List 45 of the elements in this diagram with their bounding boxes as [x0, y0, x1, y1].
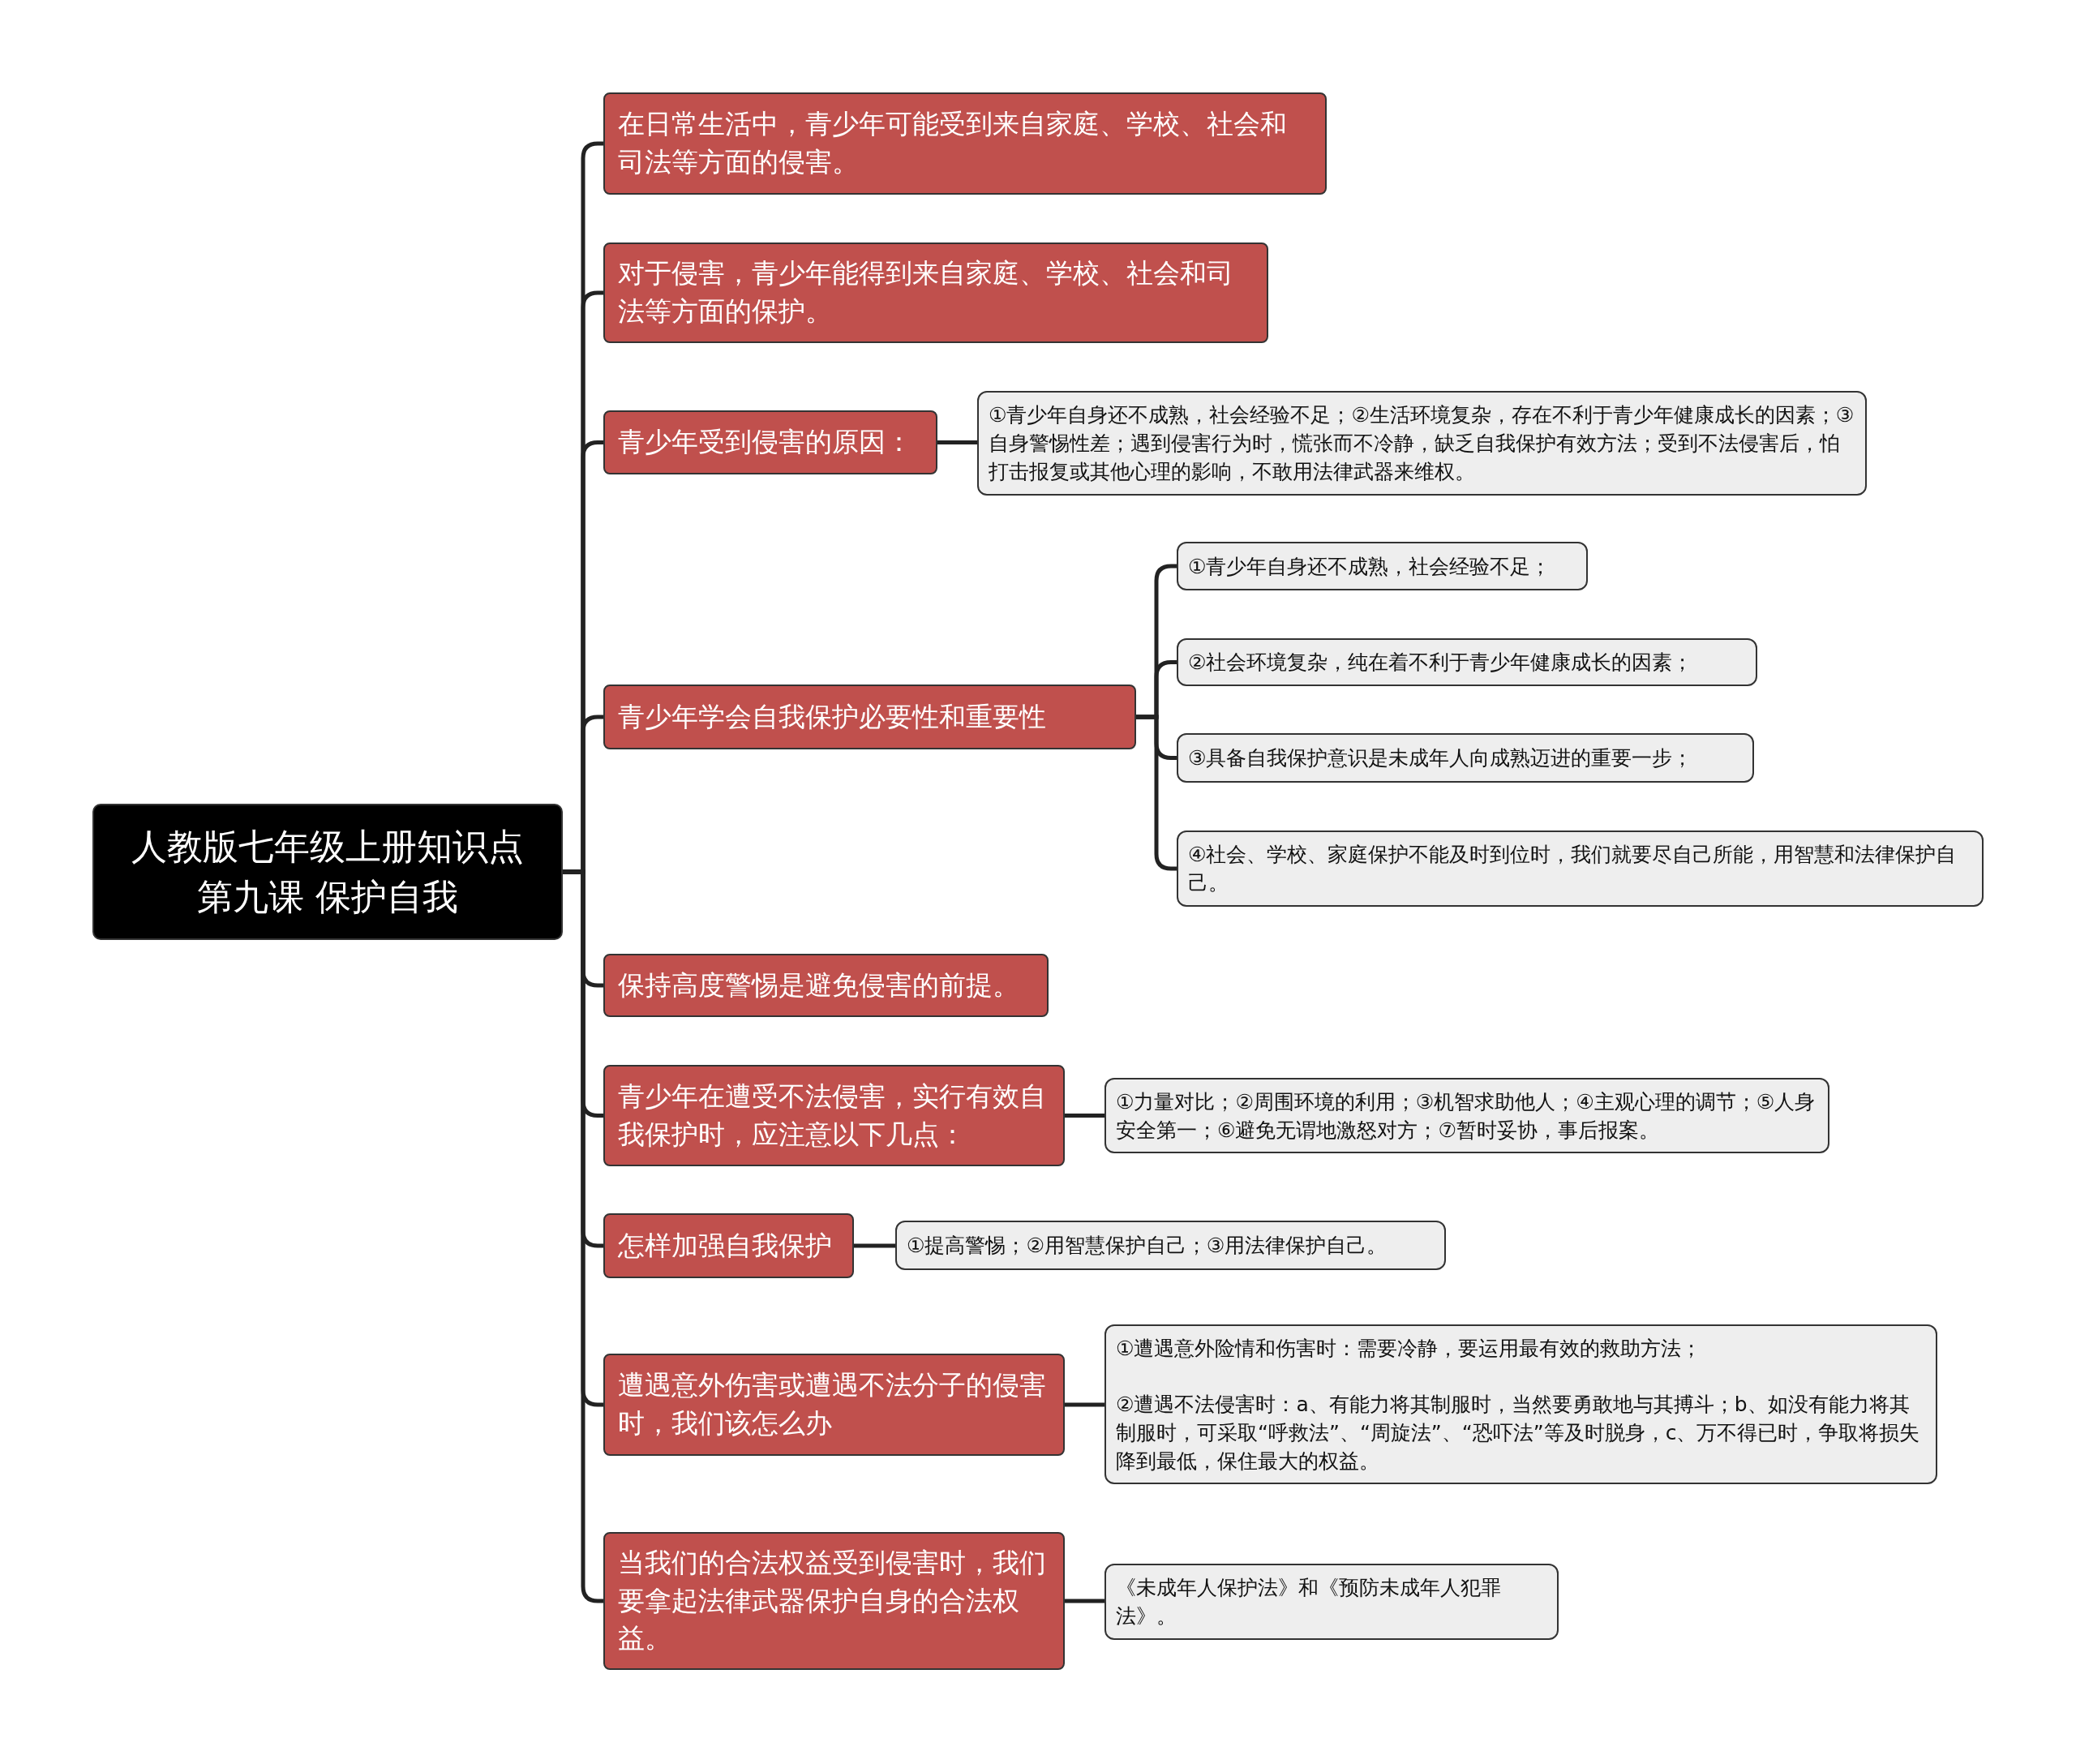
topic-box: [603, 1354, 1065, 1456]
topic-text: 保持高度警惕是避免侵害的前提。: [618, 968, 1020, 1002]
topic-box: [603, 1213, 854, 1278]
topic-text: 对于侵害，青少年能得到来自家庭、学校、社会和司法等方面的保护。: [618, 256, 1234, 328]
topic-text: 青少年学会自我保护必要性和重要性: [618, 699, 1047, 734]
topic-box: [603, 685, 1136, 749]
note-box: [1177, 638, 1757, 686]
note-text: ②遭遇不法侵害时：a、有能力将其制服时，当然要勇敢地与其搏斗；b、如没有能力将其制服时，可采取“呼救法”、“周旋法”、“恐吓法”等及时脱身，c、万不得已时，争取将损失降到最低，保住最大的权益。: [1116, 1391, 1921, 1474]
topic-text: 遭遇意外伤害或遭遇不法分子的侵害时，我们该怎么办: [618, 1368, 1047, 1440]
topic-box: [603, 954, 1049, 1017]
topic-text: 在日常生活中，青少年可能受到来自家庭、学校、社会和司法等方面的侵害。: [618, 107, 1288, 179]
note-box: [1104, 1564, 1559, 1640]
connector-line: [1065, 1402, 1104, 1407]
connector-line: [854, 1243, 895, 1248]
connector-line: [1136, 715, 1177, 871]
topic-box: [603, 242, 1268, 343]
topic-box: [603, 92, 1327, 195]
note-box: [1177, 830, 1984, 907]
note-text: ①力量对比；②周围环境的利用；③机智求助他人；④主观心理的调节；⑤人身安全第一；⑥避免无谓地激怒对方；⑦暂时妥协，事后报案。: [1116, 1088, 1816, 1144]
topic-text: 当我们的合法权益受到侵害时，我们要拿起法律武器保护自身的合法权益。: [618, 1545, 1047, 1656]
note-text: 《未成年人保护法》和《预防未成年人犯罪法》。: [1116, 1575, 1502, 1629]
note-box: [895, 1221, 1446, 1270]
topic-box: [603, 410, 937, 474]
note-box: [1177, 733, 1754, 783]
central-topic-text: 人教版七年级上册知识点第九课 保护自我: [131, 825, 525, 919]
note-text: ①遭遇意外险情和伤害时：需要冷静，要运用最有效的救助方法；: [1116, 1335, 1703, 1362]
note-box: [1177, 542, 1588, 590]
topic-box: [603, 1065, 1065, 1166]
topic-box: [603, 1532, 1065, 1670]
topic-text: 怎样加强自我保护: [618, 1228, 833, 1263]
connector-line: [1065, 1114, 1104, 1118]
note-box: [1104, 1324, 1937, 1484]
note-text: ①青少年自身还不成熟，社会经验不足；②生活环境复杂，存在不利于青少年健康成长的因素；③自身警惕性差；遇到侵害行为时，慌张而不冷静，缺乏自我保护有效方法；受到不法侵害后，怕打击报复或其他心理的影响，不敢用法律武器来维权。: [989, 402, 1855, 485]
topic-text: 青少年在遭受不法侵害，实行有效自我保护时，应注意以下几点：: [618, 1079, 1047, 1152]
note-box: [1104, 1078, 1829, 1153]
note-text: ①提高警惕；②用智慧保护自己；③用法律保护自己。: [907, 1233, 1388, 1259]
topic-text: 青少年受到侵害的原因：: [618, 425, 913, 460]
note-text: ③具备自我保护意识是未成年人向成熟迈进的重要一步；: [1188, 745, 1694, 771]
central-topic-box: [92, 804, 563, 940]
note-text: ①青少年自身还不成熟，社会经验不足；: [1188, 553, 1552, 580]
note-text: ②社会环境复杂，纯在着不利于青少年健康成长的因素；: [1188, 650, 1694, 676]
connector-line: [1065, 1599, 1104, 1603]
note-text: ④社会、学校、家庭保护不能及时到位时，我们就要尽自己所能，用智慧和法律保护自己。: [1188, 842, 1958, 896]
connector-line: [937, 440, 977, 444]
note-box: [977, 391, 1867, 496]
